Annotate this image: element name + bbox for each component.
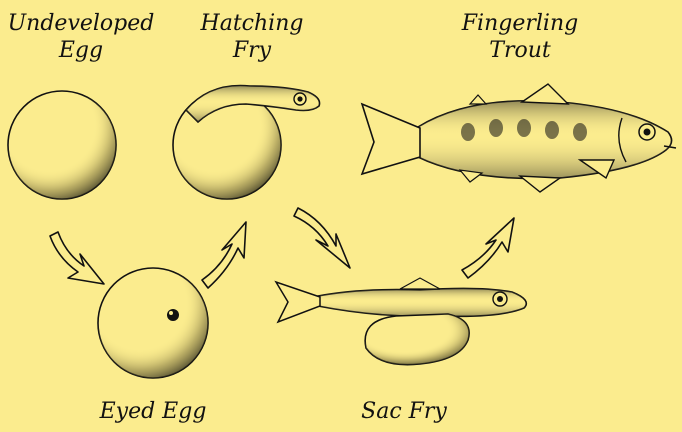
arrow-undeveloped-to-eyed [50,232,104,284]
label-sac-fry-line1: Sac Fry [344,398,464,425]
sac-fry [276,278,526,365]
fingerling-tail-fin [362,104,420,174]
sac-fry-tail-fin [276,282,320,322]
undeveloped-egg [8,91,116,199]
label-eyed-egg: Eyed Egg [88,398,218,425]
fingerling-trout [362,84,676,192]
arrow-hatching-to-sac [294,208,350,268]
eyed-egg-eye [167,309,179,321]
label-undeveloped-egg: Undeveloped Egg [6,10,156,64]
label-hatching-fry-line2: Fry [192,37,312,64]
fingerling-dorsal-fin [522,84,568,104]
label-fingerling-trout-line1: Fingerling [450,10,590,37]
eyed-egg [98,268,208,378]
label-fingerling-trout-line2: Trout [450,37,590,64]
label-hatching-fry: Hatching Fry [192,10,312,64]
arrow-eyed-to-hatching [202,222,246,288]
label-hatching-fry-line1: Hatching [192,10,312,37]
arrow-sac-to-fingerling [462,218,514,278]
label-fingerling-trout: Fingerling Trout [450,10,590,64]
label-sac-fry: Sac Fry [344,398,464,425]
label-undeveloped-egg-line1: Undeveloped [6,10,156,37]
label-undeveloped-egg-line2: Egg [6,37,156,64]
hatching-fry [173,86,320,200]
label-eyed-egg-line1: Eyed Egg [88,398,218,425]
